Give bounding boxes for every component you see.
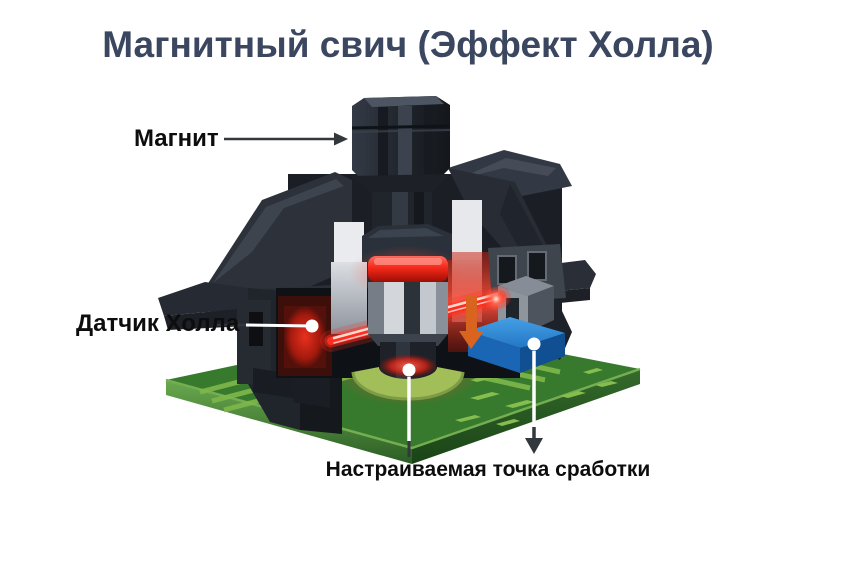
hall-leader-line bbox=[217, 319, 319, 333]
arrow-down-icon bbox=[525, 438, 543, 454]
beam-end-flare bbox=[483, 286, 509, 312]
label-hall-sensor: Датчик Холла bbox=[76, 310, 240, 337]
module-top bbox=[468, 317, 565, 348]
stem-silver-block bbox=[368, 282, 448, 346]
page-title: Магнитный свич (Эффект Холла) bbox=[102, 24, 714, 65]
sensor-module bbox=[468, 317, 565, 373]
actuation-leader-right bbox=[525, 337, 543, 454]
actuation-leader-left bbox=[402, 363, 416, 457]
annotation-connectors bbox=[217, 132, 543, 457]
leader-dot-icon bbox=[305, 319, 319, 333]
arrow-right-icon bbox=[224, 132, 348, 146]
module-front bbox=[468, 331, 520, 373]
label-magnet: Магнит bbox=[134, 125, 219, 152]
module-side bbox=[520, 333, 565, 373]
label-actuation-point: Настраиваемая точка сработки bbox=[325, 458, 651, 481]
leader-dot-icon bbox=[402, 363, 416, 377]
magnet-stem bbox=[348, 96, 464, 386]
leader-dot-icon bbox=[527, 337, 541, 351]
hall-sensor-panel bbox=[284, 306, 326, 368]
adjustment-arrow bbox=[459, 296, 484, 349]
